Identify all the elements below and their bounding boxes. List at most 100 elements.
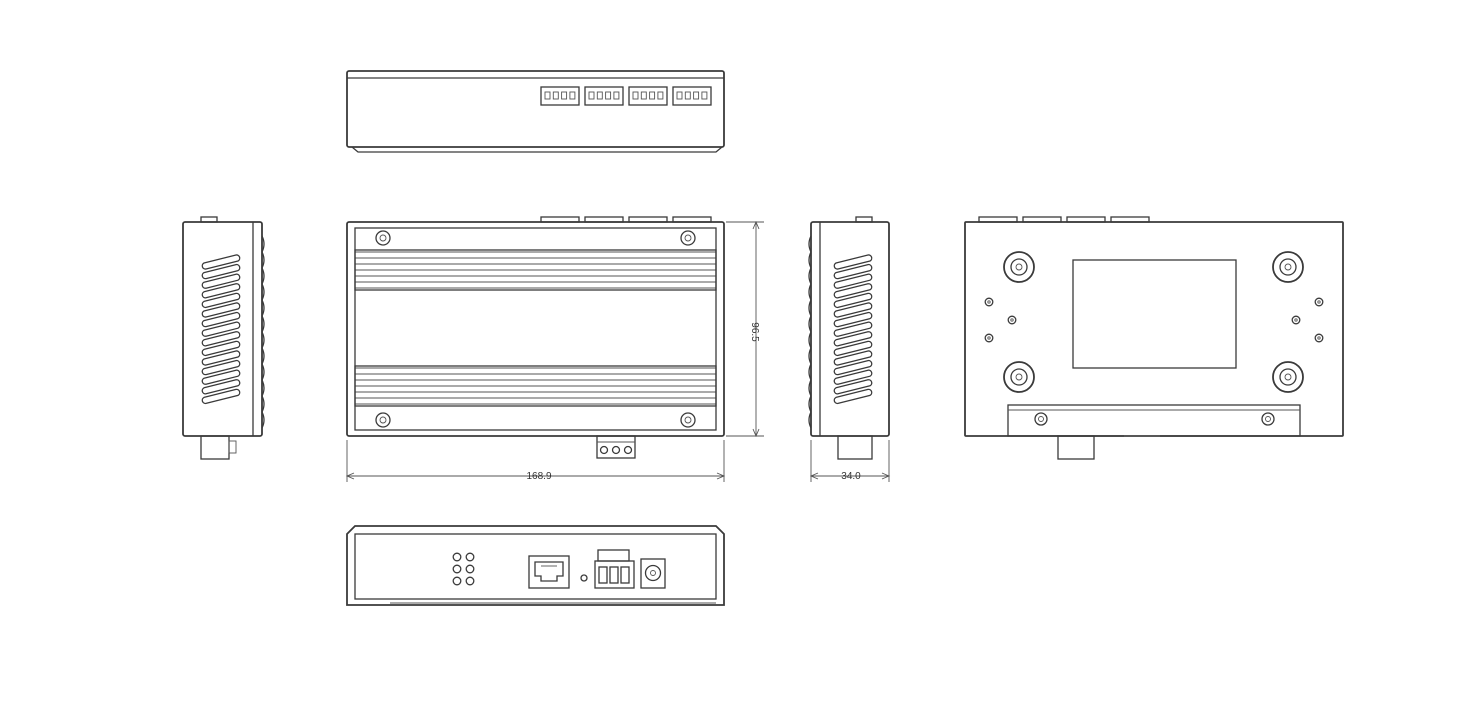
- width-dimension: 168.9: [345, 440, 726, 482]
- depth-dimension-label: 34.0: [841, 471, 861, 482]
- front-top-tabs: [540, 216, 712, 223]
- dc-jack-ring: [644, 564, 662, 582]
- terminal-pin-icon: [596, 91, 603, 100]
- mount-hole-icon: [1272, 251, 1304, 283]
- terminal-pin-icon: [701, 91, 708, 100]
- mount-hole-center: [1015, 373, 1023, 381]
- screw-center-icon: [1038, 416, 1044, 422]
- screw-center-icon: [1265, 416, 1271, 422]
- front-power-terminal: [596, 435, 636, 459]
- small-hole-center: [987, 300, 991, 304]
- rj45-port-jack: [534, 561, 564, 582]
- bottom-view: [346, 525, 725, 606]
- small-hole-center: [1294, 318, 1298, 322]
- terminal-pin-icon: [657, 91, 664, 100]
- small-hole-icon: [1314, 333, 1324, 343]
- terminal-pin-icon: [561, 91, 568, 100]
- terminal-block-edge: [672, 216, 712, 223]
- terminal-block-edge: [540, 216, 580, 223]
- left-view-top-tab: [200, 216, 218, 223]
- left-view-outline: [182, 221, 263, 437]
- mount-hole-center: [1284, 263, 1292, 271]
- vent-slot: [833, 302, 873, 318]
- vent-slot: [833, 283, 873, 299]
- terminal-pin-icon: [693, 91, 700, 100]
- vent-slot: [833, 273, 873, 289]
- top-view-bottom-edge: [351, 146, 723, 153]
- screw-icon: [623, 445, 633, 455]
- terminal-block: [672, 86, 712, 106]
- screw-center-icon: [379, 234, 387, 242]
- screw-icon: [680, 412, 696, 428]
- depth-dimension: 34.0: [809, 440, 891, 482]
- terminal-slot-icon: [598, 566, 608, 584]
- rj45-port-outline: [528, 555, 570, 589]
- mount-hole-icon: [1272, 361, 1304, 393]
- vent-slot: [833, 369, 873, 385]
- rear-view-outline: [964, 221, 1344, 437]
- led-indicator-group: [452, 552, 475, 586]
- vent-slot: [833, 263, 873, 280]
- rj45-port-icon: [528, 555, 570, 589]
- mount-hole-ring: [1010, 258, 1028, 276]
- small-hole-center: [1010, 318, 1014, 322]
- screw-icon: [1261, 412, 1275, 426]
- right-view-connector: [837, 435, 873, 460]
- power-terminal-icon: [594, 549, 635, 589]
- terminal-pin-icon: [676, 91, 683, 100]
- reset-hole-icon: [580, 574, 588, 582]
- led-indicator-icon: [465, 576, 475, 586]
- left-view-din-clip: [261, 235, 265, 429]
- heatsink-fin-group: [354, 249, 717, 407]
- terminal-pin-icon: [632, 91, 639, 100]
- led-indicator-icon: [452, 552, 462, 562]
- mount-hole-group: [1003, 251, 1304, 393]
- screw-icon: [375, 412, 391, 428]
- terminal-slot-icon: [620, 566, 630, 584]
- vent-slot: [833, 359, 873, 376]
- vent-slot: [201, 273, 241, 289]
- terminal-pin-icon: [588, 91, 595, 100]
- terminal-block-group: [540, 86, 712, 106]
- vent-slot: [833, 292, 873, 309]
- terminal-pin-icon: [569, 91, 576, 100]
- terminal-pin-icon: [552, 91, 559, 100]
- screw-icon: [1034, 412, 1048, 426]
- vent-slot: [201, 263, 241, 280]
- vent-slot: [833, 379, 873, 395]
- dc-jack-pin: [650, 570, 656, 576]
- terminal-slot-icon: [609, 566, 619, 584]
- terminal-pin-icon: [649, 91, 656, 100]
- terminal-pin-icon: [640, 91, 647, 100]
- terminal-block-edge: [584, 216, 624, 223]
- vent-slot: [201, 292, 241, 309]
- vent-slot: [833, 254, 873, 270]
- terminal-pin-icon: [684, 91, 691, 100]
- mount-hole-icon: [1003, 361, 1035, 393]
- dc-jack-icon: [640, 558, 666, 589]
- vent-slot: [833, 331, 873, 347]
- terminal-pin-icon: [605, 91, 612, 100]
- vent-slot: [201, 283, 241, 299]
- vent-slot: [201, 359, 241, 376]
- small-hole-icon: [984, 297, 994, 307]
- top-view-outline: [346, 70, 725, 148]
- led-indicator-icon: [465, 552, 475, 562]
- small-hole-icon: [984, 333, 994, 343]
- led-indicator-icon: [452, 576, 462, 586]
- right-side-view: 34.0: [808, 216, 891, 482]
- small-hole-center: [987, 336, 991, 340]
- terminal-block-edge: [978, 216, 1018, 223]
- screw-icon: [680, 230, 696, 246]
- dc-jack-outline: [640, 558, 666, 589]
- power-terminal-top: [597, 549, 630, 562]
- vent-slot: [201, 340, 241, 357]
- terminal-block-edge: [1110, 216, 1150, 223]
- left-view-connector: [200, 435, 230, 460]
- led-indicator-icon: [465, 564, 475, 574]
- vent-slot: [833, 321, 873, 337]
- right-view-top-tab: [855, 216, 873, 223]
- bottom-view-outline: [346, 525, 725, 606]
